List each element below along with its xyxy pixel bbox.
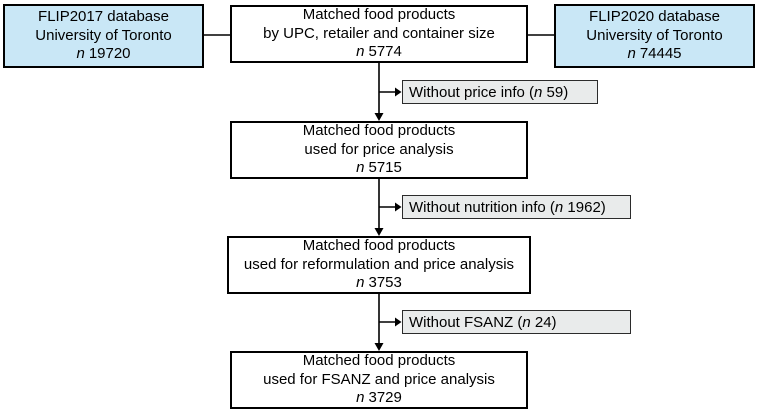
n-value: 5715 [368, 159, 402, 177]
step-line: used for reformulation and price analysi… [243, 255, 515, 273]
exclusion-box-no-fsanz: Without FSANZ (n 24) [402, 310, 631, 334]
arrowhead-right-1 [395, 87, 402, 97]
source-line: University of Toronto [586, 26, 723, 44]
n-symbol: n [76, 45, 85, 63]
arrowhead-down-1 [374, 113, 384, 121]
exclusion-text: 24) [530, 313, 557, 331]
step-line: used for FSANZ and price analysis [263, 370, 495, 388]
source-box-flip2020: FLIP2020 database University of Toronto … [554, 4, 755, 68]
n-value: 3729 [368, 389, 402, 407]
step-line: used for price analysis [304, 140, 454, 158]
exclusion-text: 1962) [563, 198, 606, 216]
step-line: Matched food products [302, 352, 456, 370]
exclusion-text: Without FSANZ ( [409, 313, 523, 331]
step-box-matched-products: Matched food products by UPC, retailer a… [230, 5, 528, 63]
arrowhead-right-3 [395, 317, 402, 327]
source-line: University of Toronto [35, 26, 172, 44]
exclusion-text: Without price info ( [409, 83, 535, 101]
n-symbol: n [554, 198, 564, 216]
exclusion-box-no-price-info: Without price info (n 59) [402, 80, 598, 104]
arrowhead-down-2 [374, 228, 384, 236]
step-line: Matched food products [302, 237, 456, 255]
step-box-reformulation-price-analysis: Matched food products used for reformula… [227, 236, 531, 294]
arrowhead-down-3 [374, 343, 384, 351]
n-symbol: n [627, 45, 636, 63]
step-line: Matched food products [302, 6, 456, 24]
source-box-flip2017: FLIP2017 database University of Toronto … [3, 4, 204, 68]
n-symbol: n [356, 389, 365, 407]
step-line: by UPC, retailer and container size [263, 24, 495, 42]
n-value: 74445 [639, 45, 682, 63]
source-line: FLIP2017 database [38, 8, 169, 26]
n-value: 3753 [368, 274, 402, 292]
n-symbol: n [534, 83, 543, 101]
n-symbol: n [356, 159, 365, 177]
n-symbol: n [356, 274, 365, 292]
exclusion-text: 59) [542, 83, 569, 101]
source-line: FLIP2020 database [589, 8, 720, 26]
exclusion-text: Without nutrition info ( [409, 198, 555, 216]
n-value: 5774 [368, 43, 402, 61]
step-box-price-analysis: Matched food products used for price ana… [230, 121, 528, 179]
step-line: Matched food products [302, 122, 456, 140]
n-symbol: n [356, 43, 365, 61]
n-value: 19720 [88, 45, 131, 63]
n-symbol: n [522, 313, 531, 331]
exclusion-box-no-nutrition-info: Without nutrition info (n 1962) [402, 195, 631, 219]
arrowhead-right-2 [395, 202, 402, 212]
step-box-fsanz-price-analysis: Matched food products used for FSANZ and… [230, 351, 528, 409]
